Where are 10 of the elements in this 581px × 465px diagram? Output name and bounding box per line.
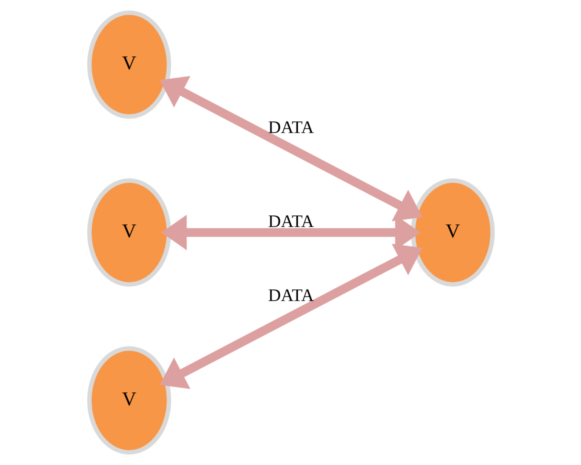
node-ellipse: V xyxy=(410,178,494,287)
edge-label: DATA xyxy=(268,210,314,231)
node-ellipse: V xyxy=(86,10,171,119)
edge-label: DATA xyxy=(268,284,314,305)
arrow xyxy=(159,76,422,222)
edge-label: DATA xyxy=(268,116,314,137)
arrow xyxy=(159,244,422,390)
node-ellipse: V xyxy=(86,178,171,287)
arrow xyxy=(160,214,420,250)
node-ellipse: V xyxy=(86,346,171,455)
